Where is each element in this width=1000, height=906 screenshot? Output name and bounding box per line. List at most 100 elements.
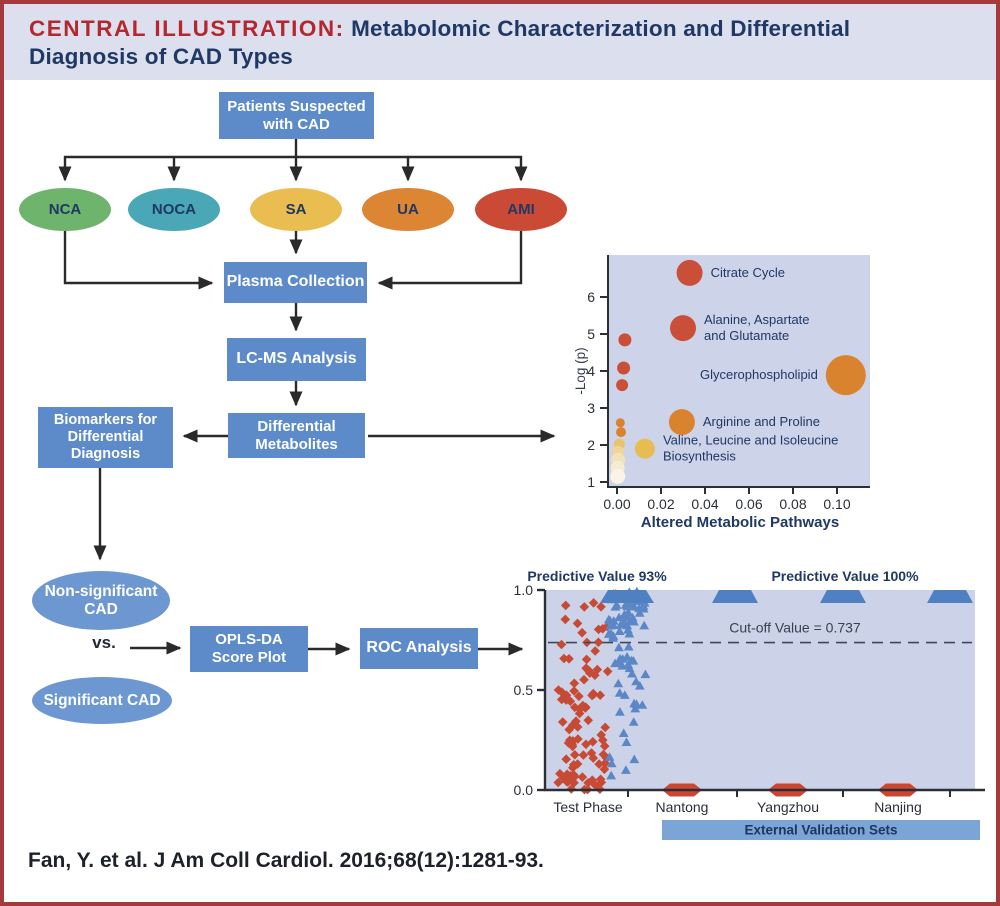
swarm-point-triangle xyxy=(631,676,641,686)
bubble-y-tick: 1 xyxy=(587,474,595,490)
pathway-bubble xyxy=(634,438,655,459)
bubble-x-tick: 0.06 xyxy=(735,496,762,512)
swarm-point-diamond xyxy=(602,666,613,677)
swarm-point-triangle xyxy=(613,678,624,688)
node-ami: AMI xyxy=(475,188,567,231)
roc-group-label: Nanjing xyxy=(874,799,921,815)
swarm-point-triangle xyxy=(619,609,630,619)
swarm-point-triangle xyxy=(614,642,624,652)
swarm-point-diamond xyxy=(569,678,580,689)
swarm-point-triangle xyxy=(606,770,617,780)
figure-title-text: Metabolomic Characterization and Differe… xyxy=(29,16,851,69)
swarm-point-diamond xyxy=(560,614,571,625)
pathway-bubble xyxy=(615,418,625,428)
swarm-point-triangle xyxy=(603,614,614,624)
swarm-point-diamond xyxy=(553,777,563,788)
vs-label: vs. xyxy=(92,633,116,652)
swarm-point-diamond xyxy=(572,618,583,629)
swarm-point-diamond xyxy=(592,664,603,675)
node-sa: SA xyxy=(250,188,342,231)
figure-header: CENTRAL ILLUSTRATION: Metabolomic Charac… xyxy=(4,4,996,80)
swarm-point-diamond xyxy=(588,688,599,699)
flowchart-connectors xyxy=(58,139,556,656)
swarm-point-diamond xyxy=(577,627,587,638)
pathway-bubble xyxy=(616,427,626,438)
swarm-point-triangle xyxy=(621,737,632,746)
swarm-point-diamond xyxy=(557,717,568,727)
swarm-point-triangle xyxy=(615,619,626,629)
bubble-x-tick: 0.02 xyxy=(647,496,674,512)
swarm-point-diamond xyxy=(561,754,571,764)
predictive-value-right-title: Predictive Value 100% xyxy=(771,568,919,584)
header-kicker: CENTRAL ILLUSTRATION: xyxy=(29,16,345,41)
swarm-point-triangle xyxy=(634,681,645,690)
swarm-point-diamond xyxy=(572,722,583,732)
node-nca: NCA xyxy=(19,188,111,231)
swarm-point-triangle xyxy=(638,601,649,610)
swarm-point-diamond xyxy=(578,750,589,760)
pathway-bubble xyxy=(825,355,866,396)
swarm-point-diamond xyxy=(570,750,580,760)
swarm-point-diamond xyxy=(580,703,591,713)
pathway-bubble xyxy=(676,259,703,286)
swarm-point-triangle xyxy=(628,717,639,726)
swarm-point-diamond xyxy=(574,691,584,702)
node-noca: NOCA xyxy=(128,188,220,231)
citation: Fan, Y. et al. J Am Coll Cardiol. 2016;6… xyxy=(28,849,544,872)
swarm-point-diamond xyxy=(596,602,606,612)
pathway-bubble xyxy=(670,315,696,342)
pathway-bubble xyxy=(616,379,629,392)
swarm-point-diamond xyxy=(595,690,605,700)
node-biomarkers-differential-diagnosis: Biomarkers for Differential Diagnosis xyxy=(38,407,173,468)
swarm-point-triangle xyxy=(629,698,639,708)
swarm-point-diamond xyxy=(581,739,591,750)
swarm-point-diamond xyxy=(577,772,588,782)
bubble-axes xyxy=(607,255,870,488)
external-validation-banner-label: External Validation Sets xyxy=(744,823,897,838)
swarm-point-diamond xyxy=(586,748,597,758)
node-significant-cad: Significant CAD xyxy=(32,677,172,724)
swarm-point-triangle xyxy=(606,758,617,768)
swarm-point-triangle xyxy=(615,707,625,716)
pathway-bubble xyxy=(618,333,632,347)
swarm-point-diamond xyxy=(569,778,579,788)
pathway-bubble xyxy=(610,468,626,484)
swarm-point-triangle xyxy=(614,626,625,635)
node-ua: UA xyxy=(362,188,454,231)
swarm-point-triangle xyxy=(606,628,616,638)
bubble-x-tick: 0.08 xyxy=(779,496,806,512)
swarm-point-triangle xyxy=(627,668,637,678)
swarm-point-diamond xyxy=(562,769,572,779)
bubble-x-tick: 0.04 xyxy=(691,496,718,512)
swarm-point-triangle xyxy=(630,703,641,713)
swarm-point-triangle xyxy=(622,652,632,661)
figure-title: Metabolomic Characterization and Differe… xyxy=(29,16,850,69)
node-lcms-analysis: LC-MS Analysis xyxy=(227,338,366,381)
swarm-point-diamond xyxy=(600,722,610,733)
bubble-x-tick: 0.10 xyxy=(823,496,850,512)
swarm-point-triangle xyxy=(623,625,633,634)
cap-cluster-marker xyxy=(600,590,654,603)
bubble-y-axis-label: -Log (p) xyxy=(573,347,588,394)
roc-group-label: Nantong xyxy=(656,799,709,815)
swarm-point-diamond xyxy=(553,685,564,695)
swarm-point-diamond xyxy=(568,770,579,780)
swarm-point-diamond xyxy=(561,690,572,700)
node-differential-metabolites: Differential Metabolites xyxy=(228,413,365,458)
swarm-point-diamond xyxy=(569,686,579,696)
swarm-point-triangle xyxy=(618,728,629,737)
roc-y-tick: 0.5 xyxy=(514,682,534,698)
roc-y-tick: 0.0 xyxy=(514,782,534,798)
swarm-point-triangle xyxy=(614,612,624,622)
node-roc-analysis: ROC Analysis xyxy=(360,628,478,669)
swarm-point-triangle xyxy=(629,754,640,764)
swarm-point-diamond xyxy=(581,654,592,665)
node-plasma-collection: Plasma Collection xyxy=(224,262,367,303)
swarm-point-diamond xyxy=(583,715,593,726)
bubble-y-tick: 3 xyxy=(587,400,595,416)
cap-cluster-marker xyxy=(820,590,866,603)
pathway-bubble xyxy=(617,361,631,375)
bubble-y-tick: 6 xyxy=(587,289,595,305)
